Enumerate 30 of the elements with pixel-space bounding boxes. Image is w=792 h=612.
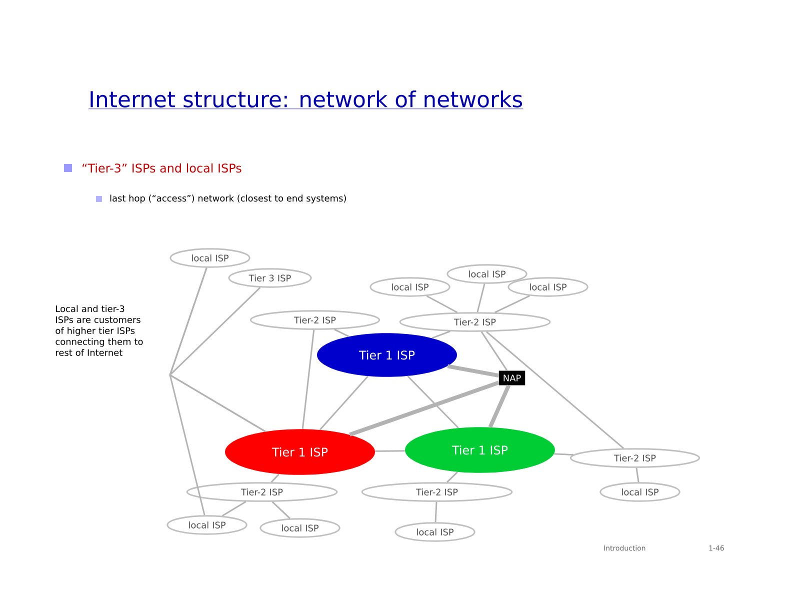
- link-line: [446, 472, 458, 483]
- bullet-text: last hop (“access”) network (closest to end systems): [110, 194, 346, 204]
- link-line: [349, 380, 500, 437]
- link-line: [488, 384, 511, 428]
- link-line: [494, 295, 530, 314]
- note-text: Local and tier-3 ISPs are customers of higher tier ISPs connecting them to rest of Internet: [56, 305, 143, 356]
- tier1-cloud: Tier 1 ISP: [405, 427, 555, 473]
- link-line: [486, 331, 624, 449]
- link-line: [432, 330, 450, 339]
- tier1-cloud: Tier 1 ISP: [225, 429, 375, 475]
- nap-box: NAP: [498, 370, 526, 386]
- link-line: [407, 376, 459, 428]
- link-line: [334, 328, 350, 338]
- link-line: [434, 502, 438, 522]
- title: Internet structure: network of networks: [88, 90, 524, 110]
- link-line: [426, 295, 458, 314]
- link-line: [270, 474, 280, 483]
- tier1-cloud: Tier 1 ISP: [317, 333, 457, 377]
- link-line: [636, 468, 640, 482]
- bullet-text: “Tier-3” ISPs and local ISPs: [82, 163, 242, 173]
- link-line: [272, 501, 290, 519]
- link-line: [476, 284, 486, 312]
- link-line: [319, 376, 368, 430]
- link-line: [447, 364, 500, 378]
- link-line: [169, 268, 208, 516]
- link-line: [375, 450, 405, 452]
- link-line: [222, 501, 246, 516]
- link-line: [302, 330, 315, 429]
- link-line: [554, 453, 574, 456]
- link-line: [480, 331, 508, 371]
